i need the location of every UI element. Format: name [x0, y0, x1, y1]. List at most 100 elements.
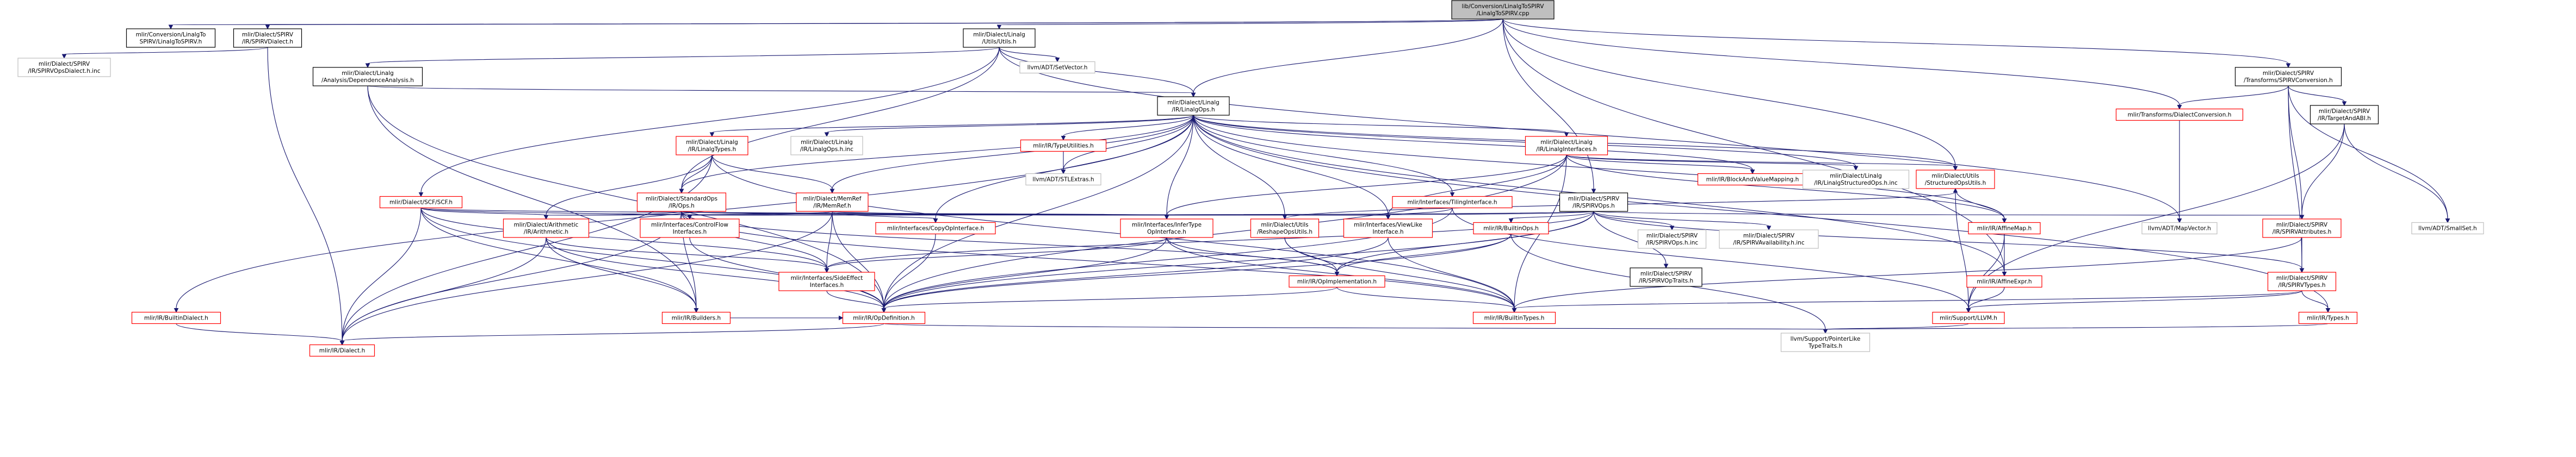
node-label: /IR/SPIRVAvailability.h.inc	[1733, 240, 1804, 246]
edge-spirv-ops-to-builtin-ops	[1508, 211, 1594, 223]
edge-arrowhead	[265, 24, 270, 30]
edge-memref-to-side-effect	[824, 211, 833, 273]
edge-line	[1193, 115, 1753, 170]
edge-linalg-interfaces-to-structured-ops-utils	[1566, 154, 1958, 171]
edge-linalg-types-to-std-ops	[679, 154, 713, 194]
node-box	[1392, 196, 1513, 209]
node-reshape-utils[interactable]: mlir/Dialect/Utils/ReshapeOpsUtils.h	[1250, 218, 1320, 238]
node-builtin-types[interactable]: mlir/IR/BuiltinTypes.h	[1472, 311, 1556, 324]
node-label: mlir/IR/AffineExpr.h	[1977, 279, 2032, 285]
node-label: mlir/IR/Builders.h	[672, 315, 721, 322]
node-box	[1025, 173, 1101, 186]
node-target-and-abi[interactable]: mlir/Dialect/SPIRV/IR/TargetAndABI.h	[2309, 105, 2379, 124]
node-type-utils[interactable]: mlir/IR/TypeUtilities.h	[1020, 139, 1107, 152]
edge-op-impl-to-op-def	[881, 287, 1337, 313]
edge-spirv-ops-to-control-flow	[687, 211, 1594, 220]
edge-line	[1193, 115, 2329, 309]
node-root: lib/Conversion/LinalgToSPIRV/LinalgToSPI…	[1451, 0, 1555, 20]
edge-line	[342, 323, 884, 342]
edge-line	[1825, 323, 2329, 330]
edge-line	[1593, 211, 1673, 227]
edge-arrowhead	[2299, 268, 2305, 273]
node-spirv-dialect[interactable]: mlir/Dialect/SPIRV/IR/SPIRVDialect.h	[233, 28, 302, 48]
node-linalg-interfaces[interactable]: mlir/Dialect/Linalg/IR/LinalgInterfaces.…	[1525, 136, 1608, 155]
node-conv-h[interactable]: mlir/Conversion/LinalgToSPIRV/LinalgToSP…	[126, 28, 216, 48]
node-label: mlir/Dialect/StandardOps	[646, 196, 717, 202]
edge-arrowhead	[1061, 136, 1066, 141]
node-label: mlir/Dialect/Linalg	[342, 70, 394, 77]
node-op-impl[interactable]: mlir/IR/OpImplementation.h	[1289, 275, 1385, 288]
edge-line	[689, 211, 1594, 216]
node-linalg-utils[interactable]: mlir/Dialect/Linalg/Utils/Utils.h	[963, 28, 1036, 48]
node-label: mlir/IR/BuiltinTypes.h	[1484, 315, 1545, 322]
node-smallset: llvm/ADT/SmallSet.h	[2411, 222, 2484, 235]
node-spirv-attrs[interactable]: mlir/Dialect/SPIRV/IR/SPIRVAttributes.h	[2262, 218, 2342, 238]
edge-line	[1502, 18, 2180, 105]
edge-spirv-dialect-to-dialect	[267, 47, 345, 346]
edge-target-and-abi-to-spirv-attrs	[2299, 123, 2345, 220]
node-builtin-dialect[interactable]: mlir/IR/BuiltinDialect.h	[131, 311, 221, 324]
edge-target-and-abi-to-smallset	[2344, 123, 2450, 223]
node-box	[661, 311, 731, 324]
node-box	[2115, 108, 2244, 121]
node-llvm-support[interactable]: mlir/Support/LLVM.h	[1932, 311, 2005, 324]
node-label: /IR/SPIRVAttributes.h	[2272, 229, 2332, 235]
node-label: mlir/Dialect/MemRef	[803, 196, 862, 202]
node-memref[interactable]: mlir/Dialect/MemRef/IR/MemRef.h	[796, 192, 869, 212]
edge-arrowhead	[1966, 308, 1971, 313]
edge-linalg-interfaces-to-linalg-structured-inc	[1566, 154, 1859, 171]
node-spirv-ops[interactable]: mlir/Dialect/SPIRV/IR/SPIRVOps.h	[1559, 192, 1628, 212]
node-copy-op[interactable]: mlir/Interfaces/CopyOpInterface.h	[875, 222, 996, 235]
node-linalg-ops[interactable]: mlir/Dialect/Linalg/IR/LinalgOps.h	[1157, 96, 1230, 116]
edge-root-to-spirv-ops	[1502, 18, 1596, 194]
edge-affine-map-to-affine-expr	[2002, 234, 2007, 277]
node-label: mlir/Dialect/Linalg	[1540, 139, 1593, 146]
node-block-and-value[interactable]: mlir/IR/BlockAndValueMapping.h	[1697, 173, 1808, 186]
node-dialect-conv[interactable]: mlir/Transforms/DialectConversion.h	[2115, 108, 2244, 121]
node-label: /IR/MemRef.h	[813, 203, 851, 209]
edge-linalg-ops-to-tiling-iface	[1193, 115, 1455, 197]
edge-line	[2179, 85, 2289, 106]
node-box	[1637, 229, 1707, 249]
node-affine-map[interactable]: mlir/IR/AffineMap.h	[1968, 222, 2041, 235]
node-mlir-types[interactable]: mlir/IR/Types.h	[2298, 311, 2358, 324]
node-arith[interactable]: mlir/Dialect/Arithmetic/IR/Arithmetic.h	[503, 218, 590, 238]
edge-arrowhead	[996, 24, 1002, 30]
node-structured-ops-utils[interactable]: mlir/Dialect/Utils/StructuredOpsUtils.h	[1916, 170, 1995, 189]
edge-arrowhead	[839, 315, 844, 321]
edge-arrowhead	[339, 341, 345, 346]
node-tiling-iface[interactable]: mlir/Interfaces/TilingInterface.h	[1392, 196, 1513, 209]
node-spirv-types[interactable]: mlir/Dialect/SPIRV/IR/SPIRVTypes.h	[2267, 272, 2337, 291]
node-builtin-ops[interactable]: mlir/IR/BuiltinOps.h	[1473, 222, 1549, 235]
node-label: /StructuredOpsUtils.h	[1925, 180, 1986, 186]
edge-line	[1955, 188, 2005, 219]
node-op-def[interactable]: mlir/IR/OpDefinition.h	[842, 311, 926, 324]
node-spirv-conv[interactable]: mlir/Dialect/SPIRV/Transforms/SPIRVConve…	[2234, 67, 2342, 86]
node-dep-analysis[interactable]: mlir/Dialect/Linalg/Analysis/DependenceA…	[312, 67, 423, 86]
edge-line	[420, 208, 827, 269]
node-scf[interactable]: mlir/Dialect/SCF/SCF.h	[379, 196, 463, 209]
node-spirv-op-traits[interactable]: mlir/Dialect/SPIRV/IR/SPIRVOpTraits.h	[1630, 267, 1702, 287]
node-linalg-types[interactable]: mlir/Dialect/Linalg/IR/LinalgTypes.h	[676, 136, 748, 155]
node-builders[interactable]: mlir/IR/Builders.h	[661, 311, 731, 324]
edge-root-to-dialect-conv	[1502, 18, 2182, 110]
edge-line	[883, 115, 1194, 309]
edge-spirv-types-to-llvm-support	[1966, 290, 2302, 313]
edge-line	[1166, 237, 1515, 309]
edge-line	[367, 85, 1194, 93]
node-box	[676, 136, 748, 155]
edge-spirv-conv-to-dialect-conv	[2177, 85, 2289, 110]
node-dialect[interactable]: mlir/IR/Dialect.h	[309, 344, 375, 357]
node-affine-expr[interactable]: mlir/IR/AffineExpr.h	[1966, 275, 2042, 288]
node-label: mlir/IR/Types.h	[2307, 315, 2349, 322]
edge-line	[1566, 154, 2005, 219]
node-box	[2298, 311, 2358, 324]
node-std-ops[interactable]: mlir/Dialect/StandardOps/IR/Ops.h	[636, 192, 727, 212]
node-label: llvm/ADT/SetVector.h	[1027, 65, 1088, 71]
edge-arrowhead	[2177, 218, 2182, 223]
